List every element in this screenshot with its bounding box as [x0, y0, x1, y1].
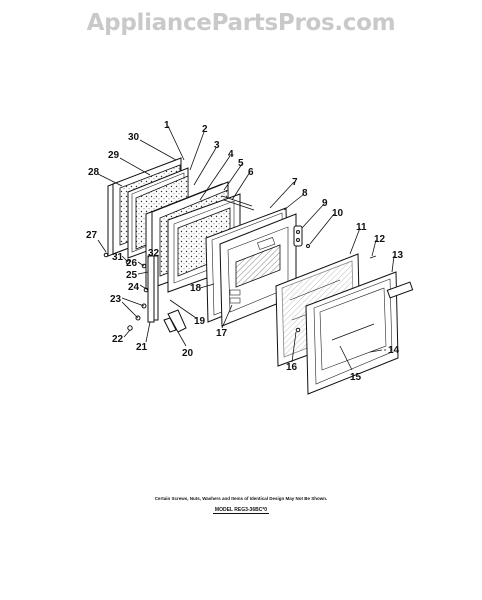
callout-1: 1	[164, 120, 170, 131]
callout-12: 12	[374, 234, 386, 245]
callout-6: 6	[248, 167, 254, 178]
callout-11: 11	[356, 222, 367, 233]
callout-5: 5	[238, 158, 244, 169]
callout-7: 7	[292, 177, 298, 188]
callout-23: 23	[110, 294, 122, 305]
callout-26: 26	[126, 258, 138, 269]
model-number: MODEL REG3-36BC*0	[212, 507, 270, 514]
callout-29: 29	[108, 150, 120, 161]
callout-19: 19	[194, 316, 206, 327]
callout-30: 30	[128, 132, 140, 143]
leader-lines	[97, 125, 395, 371]
callout-25: 25	[126, 270, 138, 281]
callout-15: 15	[350, 372, 362, 383]
callout-22: 22	[112, 334, 124, 345]
callout-32: 32	[148, 248, 160, 259]
callout-labels: 1 2 3 4 5 6 7 8 9 10 11 12 13 14 15 16 1…	[86, 120, 404, 383]
callout-20: 20	[182, 348, 194, 359]
callout-9: 9	[322, 198, 328, 209]
callout-28: 28	[88, 167, 100, 178]
hinge-assembly	[127, 255, 187, 333]
callout-24: 24	[128, 282, 140, 293]
callout-14: 14	[388, 345, 400, 356]
callout-18: 18	[190, 283, 202, 294]
door-hardware	[103, 225, 383, 353]
callout-16: 16	[286, 362, 298, 373]
callout-27: 27	[86, 230, 98, 241]
callout-2: 2	[202, 124, 208, 135]
callout-31: 31	[112, 252, 124, 263]
watermark: AppliancePartsPros.com	[86, 10, 396, 36]
footnote: Certain Screws, Nuts, Washers and Items …	[154, 496, 328, 501]
callout-4: 4	[228, 149, 234, 160]
callout-8: 8	[302, 188, 308, 199]
callout-10: 10	[332, 208, 344, 219]
callout-21: 21	[136, 342, 148, 353]
model-label: MODEL REG3-36BC*0	[0, 507, 482, 514]
callout-13: 13	[392, 250, 404, 261]
door-glass-and-outer-frame	[275, 253, 414, 395]
callout-17: 17	[216, 328, 228, 339]
callout-3: 3	[214, 140, 220, 151]
